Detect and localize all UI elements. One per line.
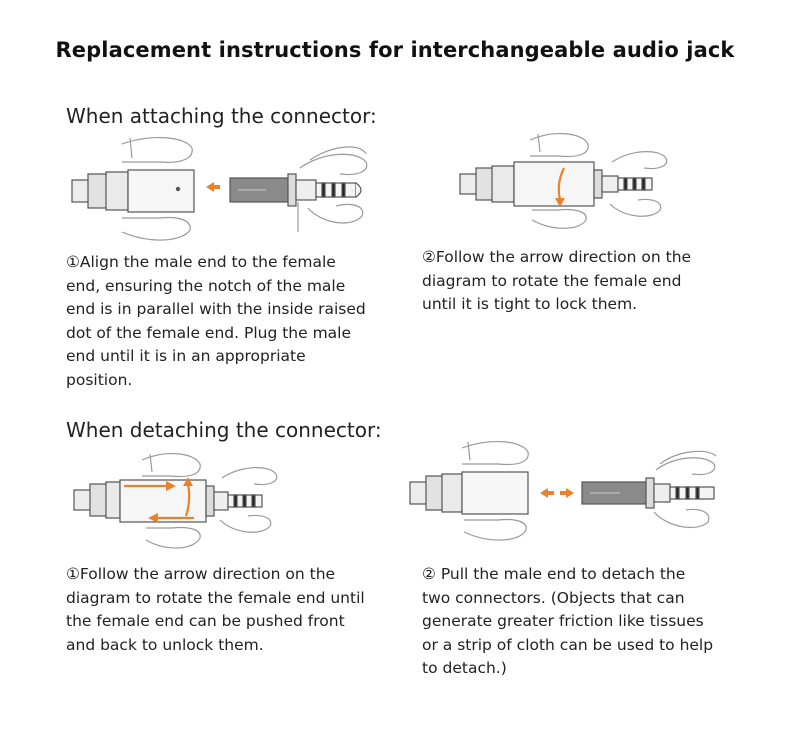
hand-right	[653, 450, 717, 529]
attach-heading: When attaching the connector:	[66, 104, 377, 128]
hand-right	[219, 467, 278, 533]
hand-top-left	[121, 137, 193, 163]
attach-step2-text: ②Follow the arrow direction on the diagr…	[422, 248, 692, 313]
push-arrow-right-head	[166, 481, 176, 491]
detach-step2-illustration	[409, 441, 717, 541]
attach-step1-illustration	[71, 137, 368, 241]
page-title: Replacement instructions for interchange…	[55, 38, 735, 62]
attach-step1-text: ①Align the male end to the female end, e…	[66, 253, 366, 389]
rotate-arrow-down	[557, 167, 565, 201]
female-connector	[71, 169, 195, 213]
hand-bottom-left	[463, 518, 527, 541]
pull-arrow-left-head	[148, 513, 158, 523]
detach-step1-text: ①Follow the arrow direction on the diagr…	[66, 565, 365, 654]
assembled-connector	[459, 161, 653, 207]
detach-step1-illustration	[73, 453, 278, 549]
orange-arrow-left	[206, 182, 220, 192]
hand-top	[141, 453, 201, 478]
rotate-arrow-up	[184, 483, 191, 517]
hand-bottom	[531, 208, 587, 229]
male-plug	[229, 173, 362, 207]
rotate-arrow-head	[555, 198, 565, 207]
hand-right	[609, 151, 668, 217]
detach-heading: When detaching the connector:	[66, 418, 382, 442]
orange-arrow-pair	[540, 488, 574, 498]
rotate-arrow-up-head	[183, 477, 193, 486]
hand-bottom	[145, 526, 201, 549]
assembled-connector	[73, 479, 263, 523]
hand-top-left	[461, 441, 529, 466]
female-connector	[409, 471, 529, 515]
detach-step2-text: ② Pull the male end to detach the two co…	[422, 565, 714, 677]
hand-right	[297, 146, 368, 232]
male-plug	[581, 477, 715, 509]
hand-bottom-left	[121, 216, 191, 241]
attach-step2-illustration	[459, 133, 668, 229]
hand-top	[529, 133, 589, 158]
